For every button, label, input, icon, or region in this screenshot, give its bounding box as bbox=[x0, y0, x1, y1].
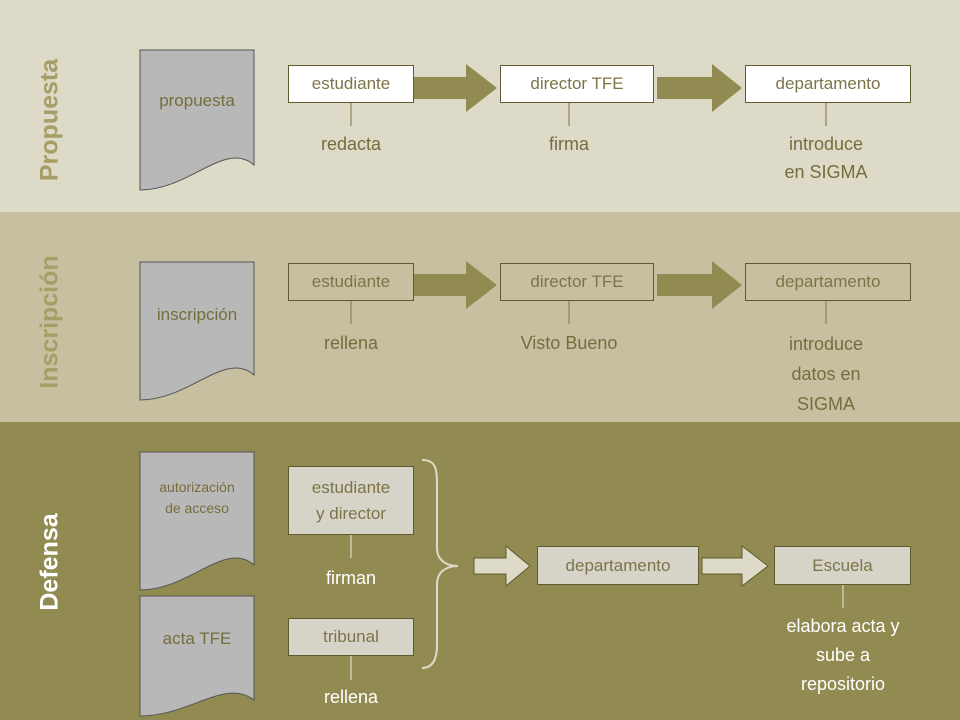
document-acta: acta TFE bbox=[162, 629, 232, 648]
arrow-inscripcion-1 bbox=[414, 261, 497, 309]
document-shape-autorizacion bbox=[139, 451, 255, 591]
document-propuesta: propuesta bbox=[159, 91, 235, 110]
brace bbox=[421, 459, 459, 669]
document-shape-acta bbox=[139, 595, 255, 717]
box-defensa-departamento: departamento bbox=[537, 546, 699, 585]
label-propuesta-redacta: redacta bbox=[320, 134, 382, 154]
label-defensa-firman: firman bbox=[325, 568, 377, 588]
box-defensa-estudiante-director: estudiante y director bbox=[288, 466, 414, 535]
label-inscripcion-rellena: rellena bbox=[323, 333, 379, 353]
box-inscripcion-estudiante: estudiante bbox=[288, 263, 414, 301]
box-inscripcion-director: director TFE bbox=[500, 263, 654, 301]
label-defensa-rellena: rellena bbox=[323, 687, 379, 707]
box-propuesta-estudiante: estudiante bbox=[288, 65, 414, 103]
box-inscripcion-departamento: departamento bbox=[745, 263, 911, 301]
arrow-inscripcion-2 bbox=[657, 261, 742, 309]
label-propuesta-introduce: introduce en SIGMA bbox=[784, 134, 868, 182]
box-defensa-tribunal: tribunal bbox=[288, 618, 414, 656]
arrow-defensa-1 bbox=[473, 544, 531, 588]
box-defensa-escuela: Escuela bbox=[774, 546, 911, 585]
box-propuesta-director: director TFE bbox=[500, 65, 654, 103]
label-inscripcion-visto-bueno: Visto Bueno bbox=[520, 333, 618, 353]
document-shape-inscripcion bbox=[139, 261, 255, 401]
document-inscripcion: inscripción bbox=[156, 305, 238, 324]
box-propuesta-departamento: departamento bbox=[745, 65, 911, 103]
label-defensa-elabora: elabora acta y sube a repositorio bbox=[786, 616, 900, 694]
arrow-defensa-2 bbox=[701, 544, 769, 588]
document-autorizacion: autorización de acceso bbox=[159, 479, 235, 516]
label-inscripcion-introduce: introduce datos en SIGMA bbox=[788, 334, 864, 414]
arrow-propuesta-1 bbox=[414, 64, 497, 112]
arrow-propuesta-2 bbox=[657, 64, 742, 112]
label-propuesta-firma: firma bbox=[549, 134, 589, 154]
document-shape-propuesta bbox=[139, 49, 255, 191]
